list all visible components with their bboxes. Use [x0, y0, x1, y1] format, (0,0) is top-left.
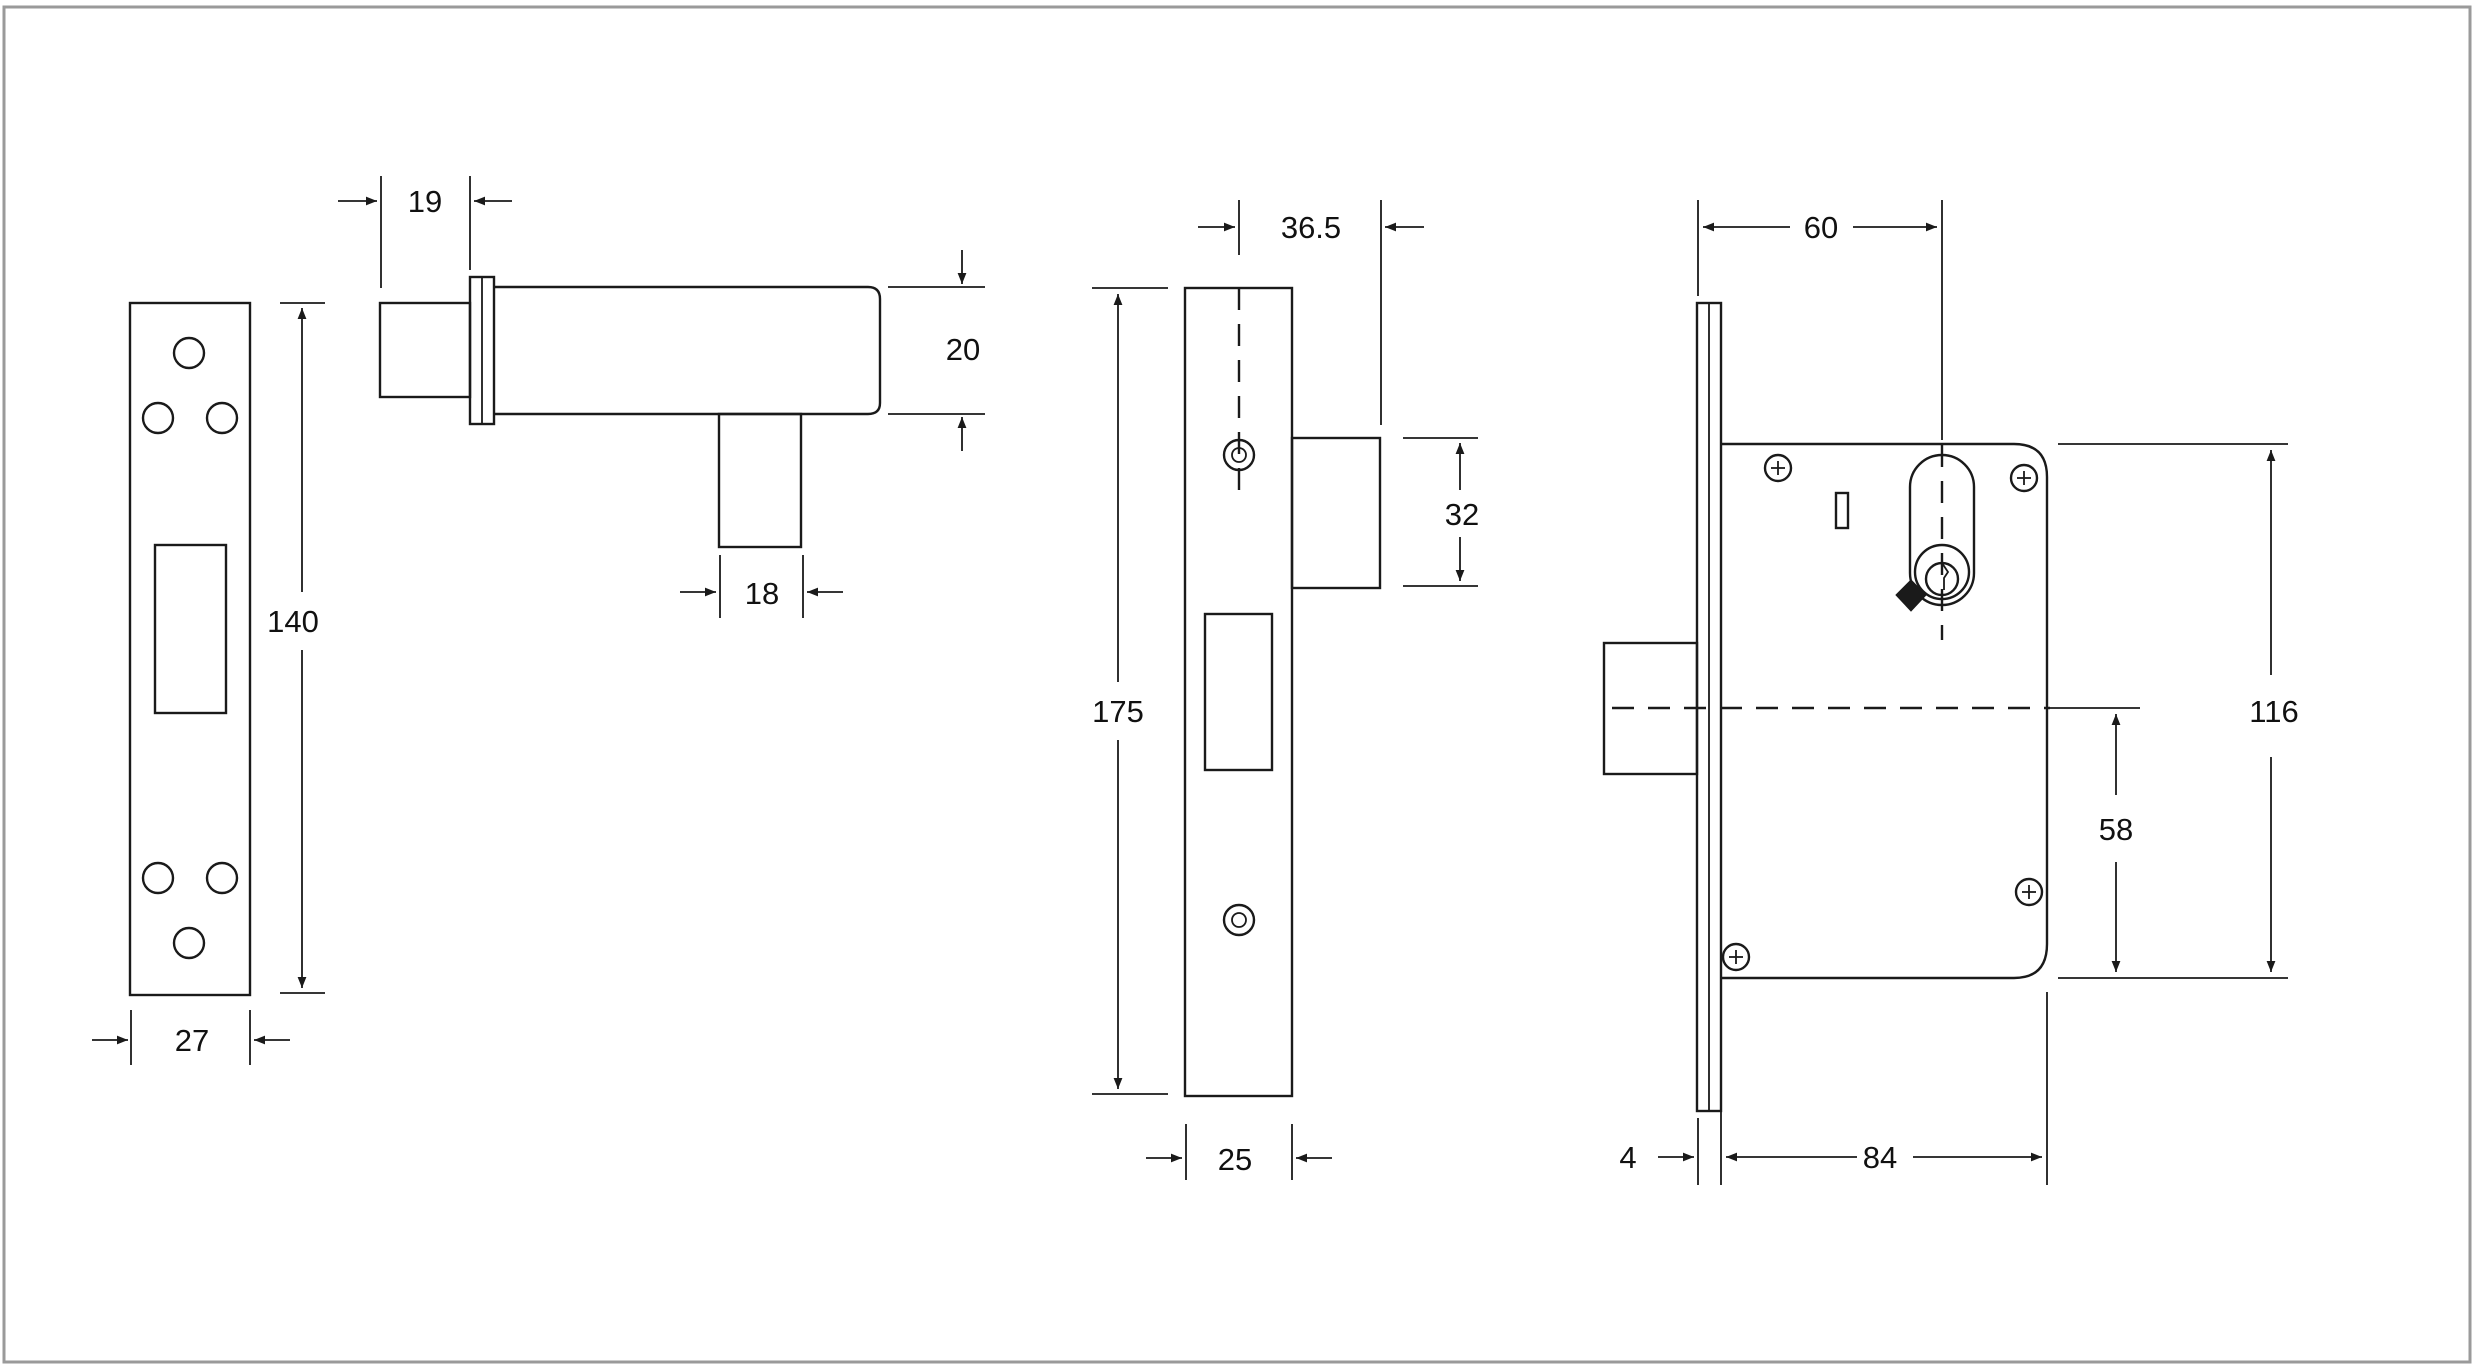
dim-strike-height: 140 [267, 604, 319, 639]
strike-screw-hole [172, 926, 206, 960]
strike-slot [153, 543, 228, 715]
dim-bolt-height: 20 [946, 332, 980, 367]
dim-cylinder-distance: 60 [1804, 210, 1838, 245]
faceplate-screw-hole [1222, 903, 1256, 937]
dim-faceplate-thickness: 4 [1619, 1140, 1636, 1175]
case-slot [1834, 491, 1850, 530]
dim-strike-width: 27 [175, 1023, 209, 1058]
dim-center-height: 58 [2099, 812, 2133, 847]
case-screw-icon [1763, 453, 1793, 483]
lock-case-side-view: 60 116 58 4 84 [1602, 200, 2299, 1185]
strike-plate-view: 140 27 [92, 301, 325, 1065]
strike-plate-outline [128, 301, 252, 997]
deadbolt-projection [1290, 436, 1382, 590]
strike-screw-hole [141, 861, 175, 895]
dim-faceplate-height: 175 [1092, 694, 1144, 729]
faceplate-front-view: 175 36.5 32 25 [1092, 200, 1479, 1180]
strike-screw-hole [205, 401, 239, 435]
strike-screw-hole [172, 336, 206, 370]
dim-bolt-offset: 19 [408, 184, 442, 219]
case-screw-icon [1721, 942, 1751, 972]
bolt-stem [717, 412, 803, 549]
dim-deadbolt-height: 32 [1445, 497, 1479, 532]
bolt-head [378, 301, 472, 399]
bolt-body [494, 285, 882, 416]
faceplate-screw-hole [1222, 438, 1256, 472]
drawing-border [2, 5, 2472, 1364]
dim-bolt-stem: 18 [745, 576, 779, 611]
dim-case-depth: 84 [1863, 1140, 1897, 1175]
dim-backset: 36.5 [1281, 210, 1341, 245]
strike-screw-hole [205, 861, 239, 895]
bolt-side-view: 19 20 18 [338, 176, 985, 618]
case-screw-icon [2009, 463, 2039, 493]
faceplate-latch-slot [1203, 612, 1274, 772]
lock-case-body [1721, 442, 2049, 980]
strike-screw-hole [141, 401, 175, 435]
dim-case-height: 116 [2249, 694, 2298, 729]
dim-faceplate-width: 25 [1218, 1142, 1252, 1177]
case-screw-icon [2014, 877, 2044, 907]
